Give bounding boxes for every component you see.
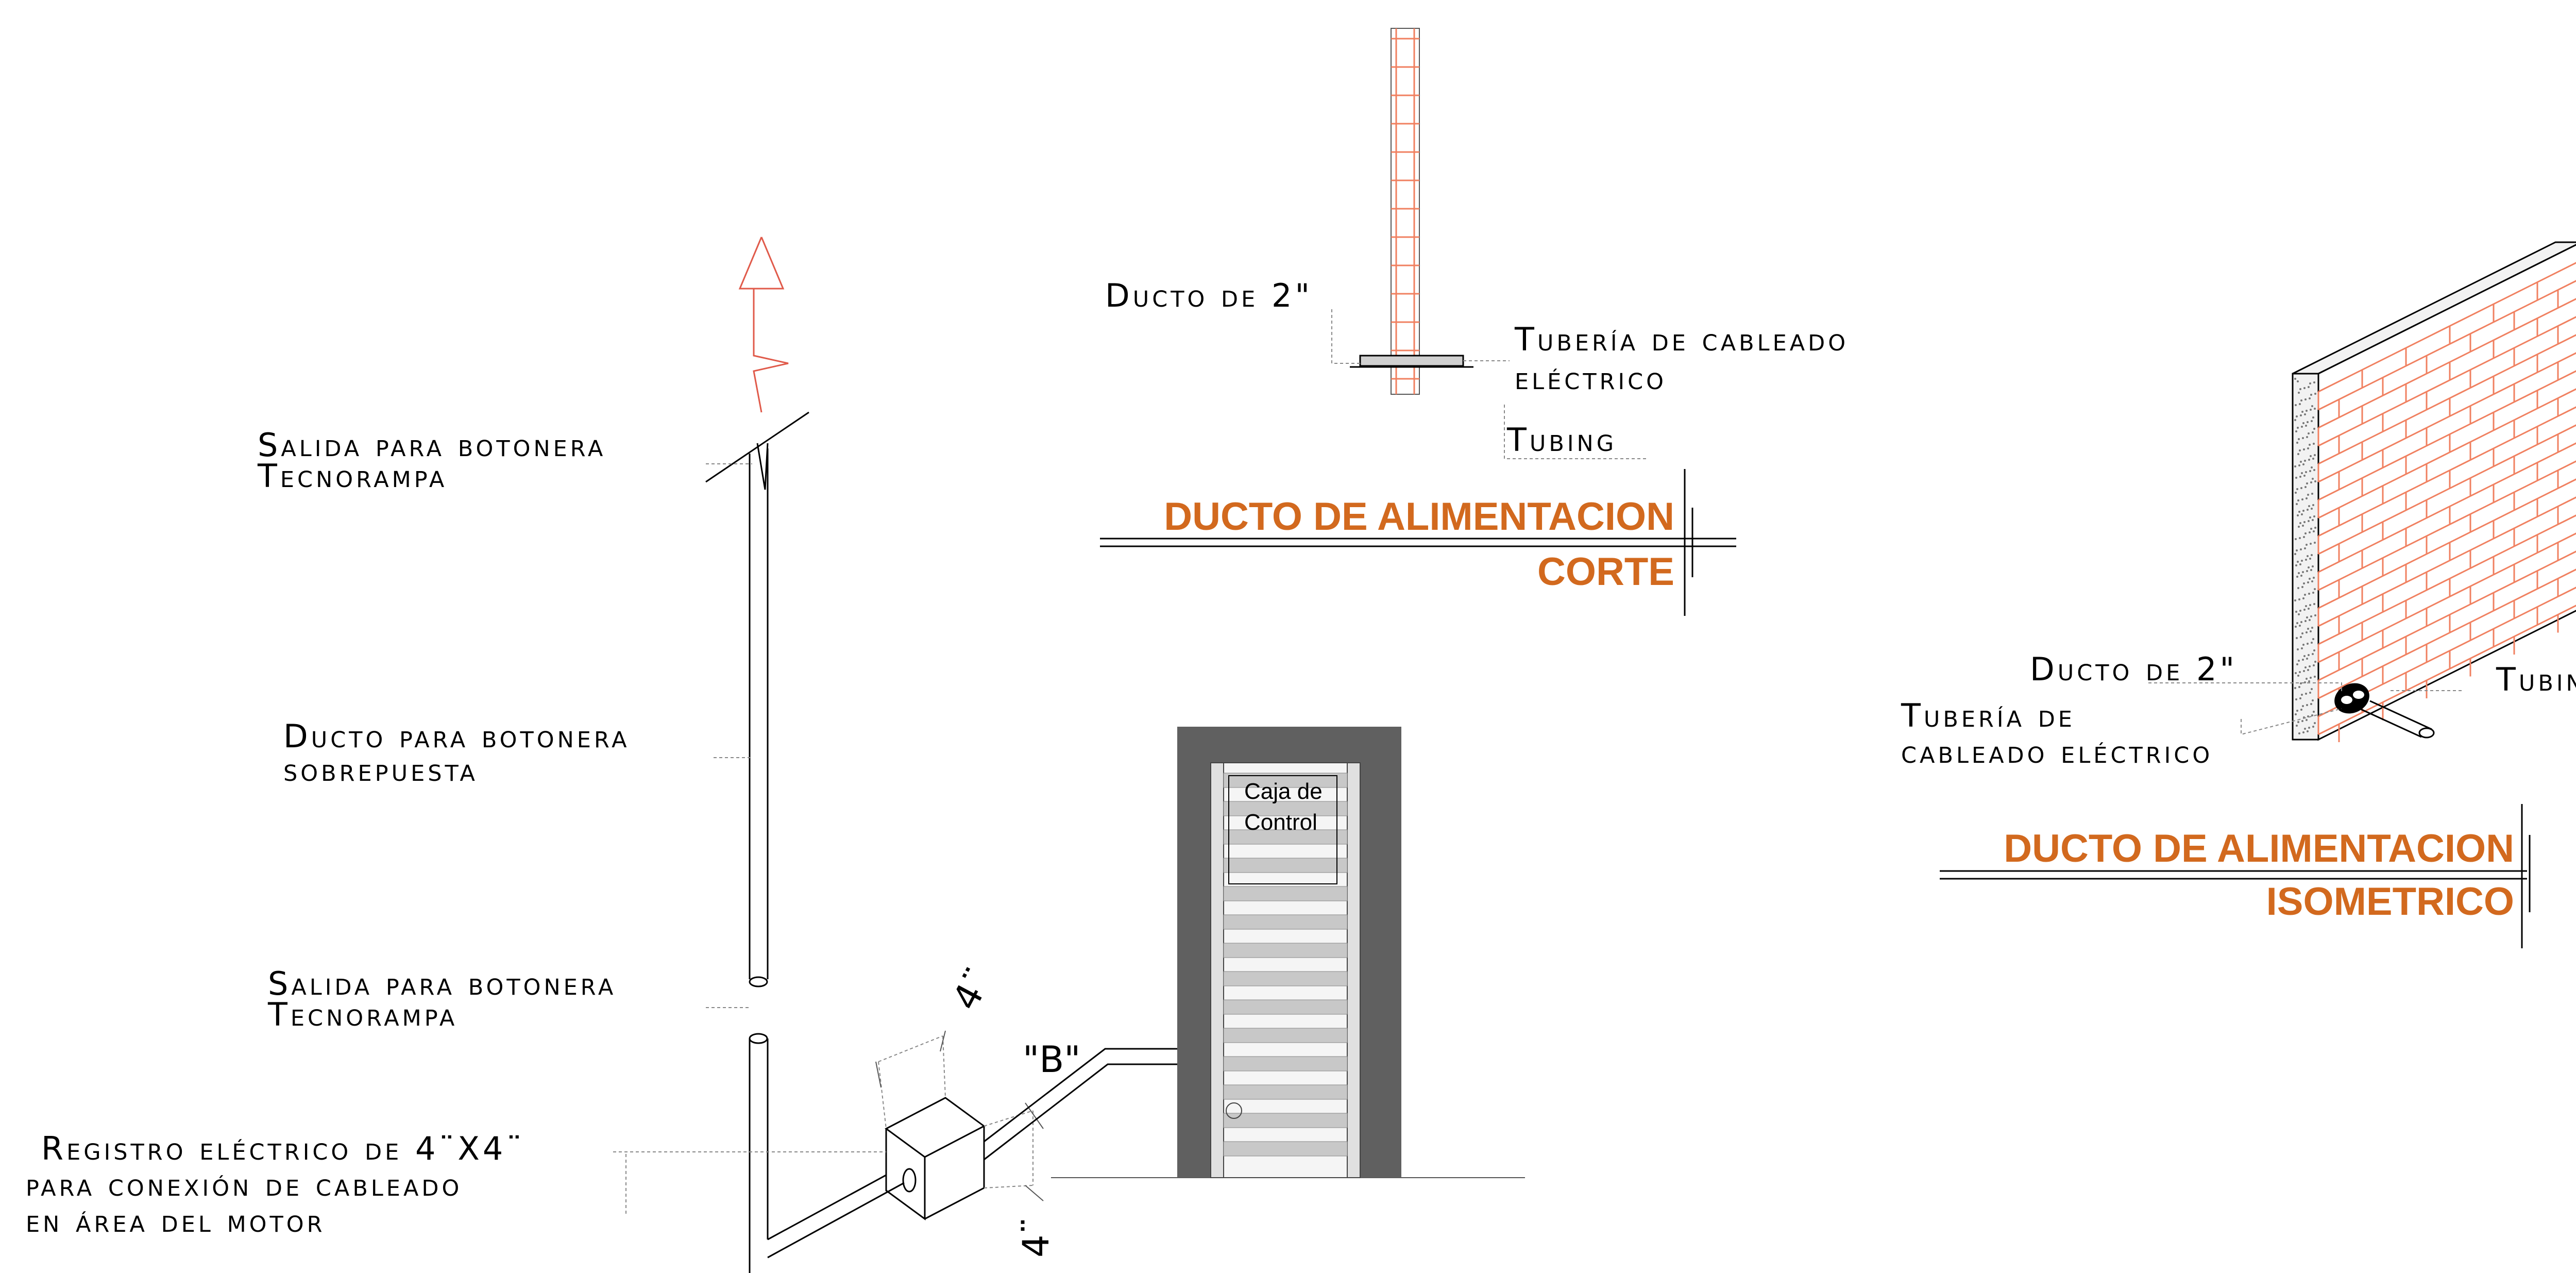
section-label-tubing: Tubing: [1506, 421, 1617, 459]
iso-duct: [2334, 683, 2435, 739]
red-arrow-icon: [738, 237, 789, 413]
label-duct-1: Ducto para botonera: [283, 717, 630, 755]
section-brick-column: [1391, 28, 1420, 395]
section-title-1: DUCTO DE ALIMENTACION: [1164, 495, 1674, 539]
control-cabinet: Caja de Control: [1177, 727, 1401, 1178]
iso-label-tubing: Tubing: [2496, 661, 2576, 698]
label-outlet-top-1: Salida para botonera: [258, 426, 606, 464]
dim-b: "B": [1023, 1038, 1080, 1081]
isometric-view: Ducto de 2" Tubing Tubería de cableado e…: [1901, 241, 2576, 948]
label-outlet-top-2: Tecnorampa: [257, 457, 447, 495]
iso-label-pipe-1: Tubería de: [1901, 697, 2075, 734]
label-register-1: Registro eléctrico de 4¨X4¨: [41, 1130, 525, 1167]
left-elevation: Caja de Control Salida para botonera Tec…: [26, 237, 1525, 1273]
section-label-duct: Ducto de 2": [1105, 277, 1313, 314]
label-outlet-bottom-1: Salida para botonera: [268, 965, 616, 1002]
label-duct-2: sobrepuesta: [283, 751, 478, 789]
junction-box: [885, 1097, 986, 1220]
label-register-2: para conexión de cableado: [26, 1166, 462, 1203]
section-view: Ducto de 2" Tubería de cableado eléctric…: [1100, 28, 1849, 616]
section-title-2: CORTE: [1537, 550, 1674, 594]
dim-top: 4¨: [944, 961, 1001, 1017]
iso-label-duct: Ducto de 2": [2030, 650, 2238, 688]
dim-side: 4¨: [1015, 1216, 1057, 1258]
section-label-pipe-1: Tubería de cableado: [1514, 321, 1849, 358]
label-outlet-bottom-2: Tecnorampa: [267, 996, 457, 1033]
section-label-pipe-2: eléctrico: [1515, 359, 1667, 397]
control-box-label-1: Caja de: [1244, 779, 1323, 804]
control-box-label-2: Control: [1244, 810, 1317, 835]
iso-title-1: DUCTO DE ALIMENTACION: [2004, 827, 2514, 870]
iso-wall: [2292, 241, 2576, 742]
iso-title-2: ISOMETRICO: [2266, 880, 2514, 924]
iso-label-pipe-2: cableado eléctrico: [1901, 733, 2213, 770]
label-register-3: en área del motor: [26, 1202, 326, 1239]
